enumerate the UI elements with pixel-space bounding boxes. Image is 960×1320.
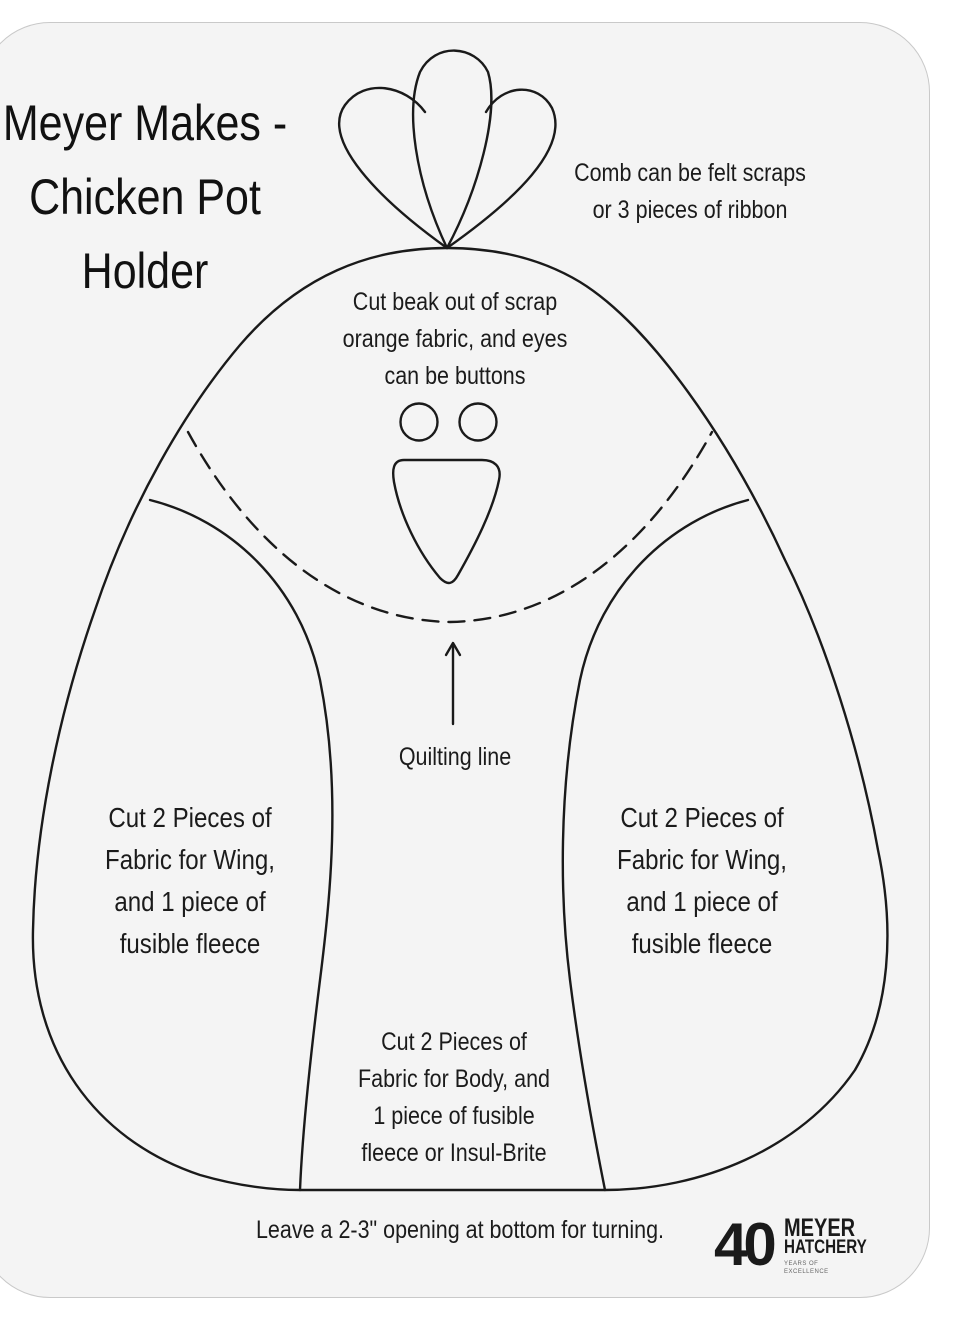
page-title: Meyer Makes - Chicken Pot Holder: [2, 95, 288, 299]
quilting-line-dashed: [186, 430, 714, 624]
logo-number: 40: [714, 1211, 777, 1278]
logo-brand-line1: MEYER: [784, 1214, 856, 1242]
left-wing-outline: [148, 498, 334, 1192]
comb-right-lobe: [445, 88, 557, 250]
beak-eyes-note: Cut beak out of scrap orange fabric, and…: [342, 288, 568, 390]
left-eye-circle: [399, 402, 439, 442]
left-wing-note: Cut 2 Pieces of Fabric for Wing, and 1 p…: [105, 802, 275, 959]
body-outline: [31, 246, 889, 1192]
comb-middle-lobe: [411, 49, 493, 250]
right-eye-circle: [458, 402, 498, 442]
body-note: Cut 2 Pieces of Fabric for Body, and 1 p…: [357, 1028, 550, 1167]
meyer-hatchery-logo: 40 MEYER HATCHERY YEARS OF EXCELLENCE: [712, 1211, 867, 1280]
quilting-line-label: Quilting line: [398, 743, 512, 771]
comb-left-lobe: [338, 86, 449, 250]
comb-note: Comb can be felt scraps or 3 pieces of r…: [574, 159, 806, 224]
right-wing-outline: [561, 498, 750, 1192]
beak-outline: [391, 458, 501, 585]
right-wing-note: Cut 2 Pieces of Fabric for Wing, and 1 p…: [617, 802, 787, 959]
logo-brand-line2: HATCHERY: [784, 1237, 867, 1258]
logo-tagline: YEARS OF EXCELLENCE: [784, 1261, 829, 1275]
quilting-arrow-head: [444, 641, 462, 657]
bottom-opening-note: Leave a 2-3" opening at bottom for turni…: [255, 1216, 665, 1244]
